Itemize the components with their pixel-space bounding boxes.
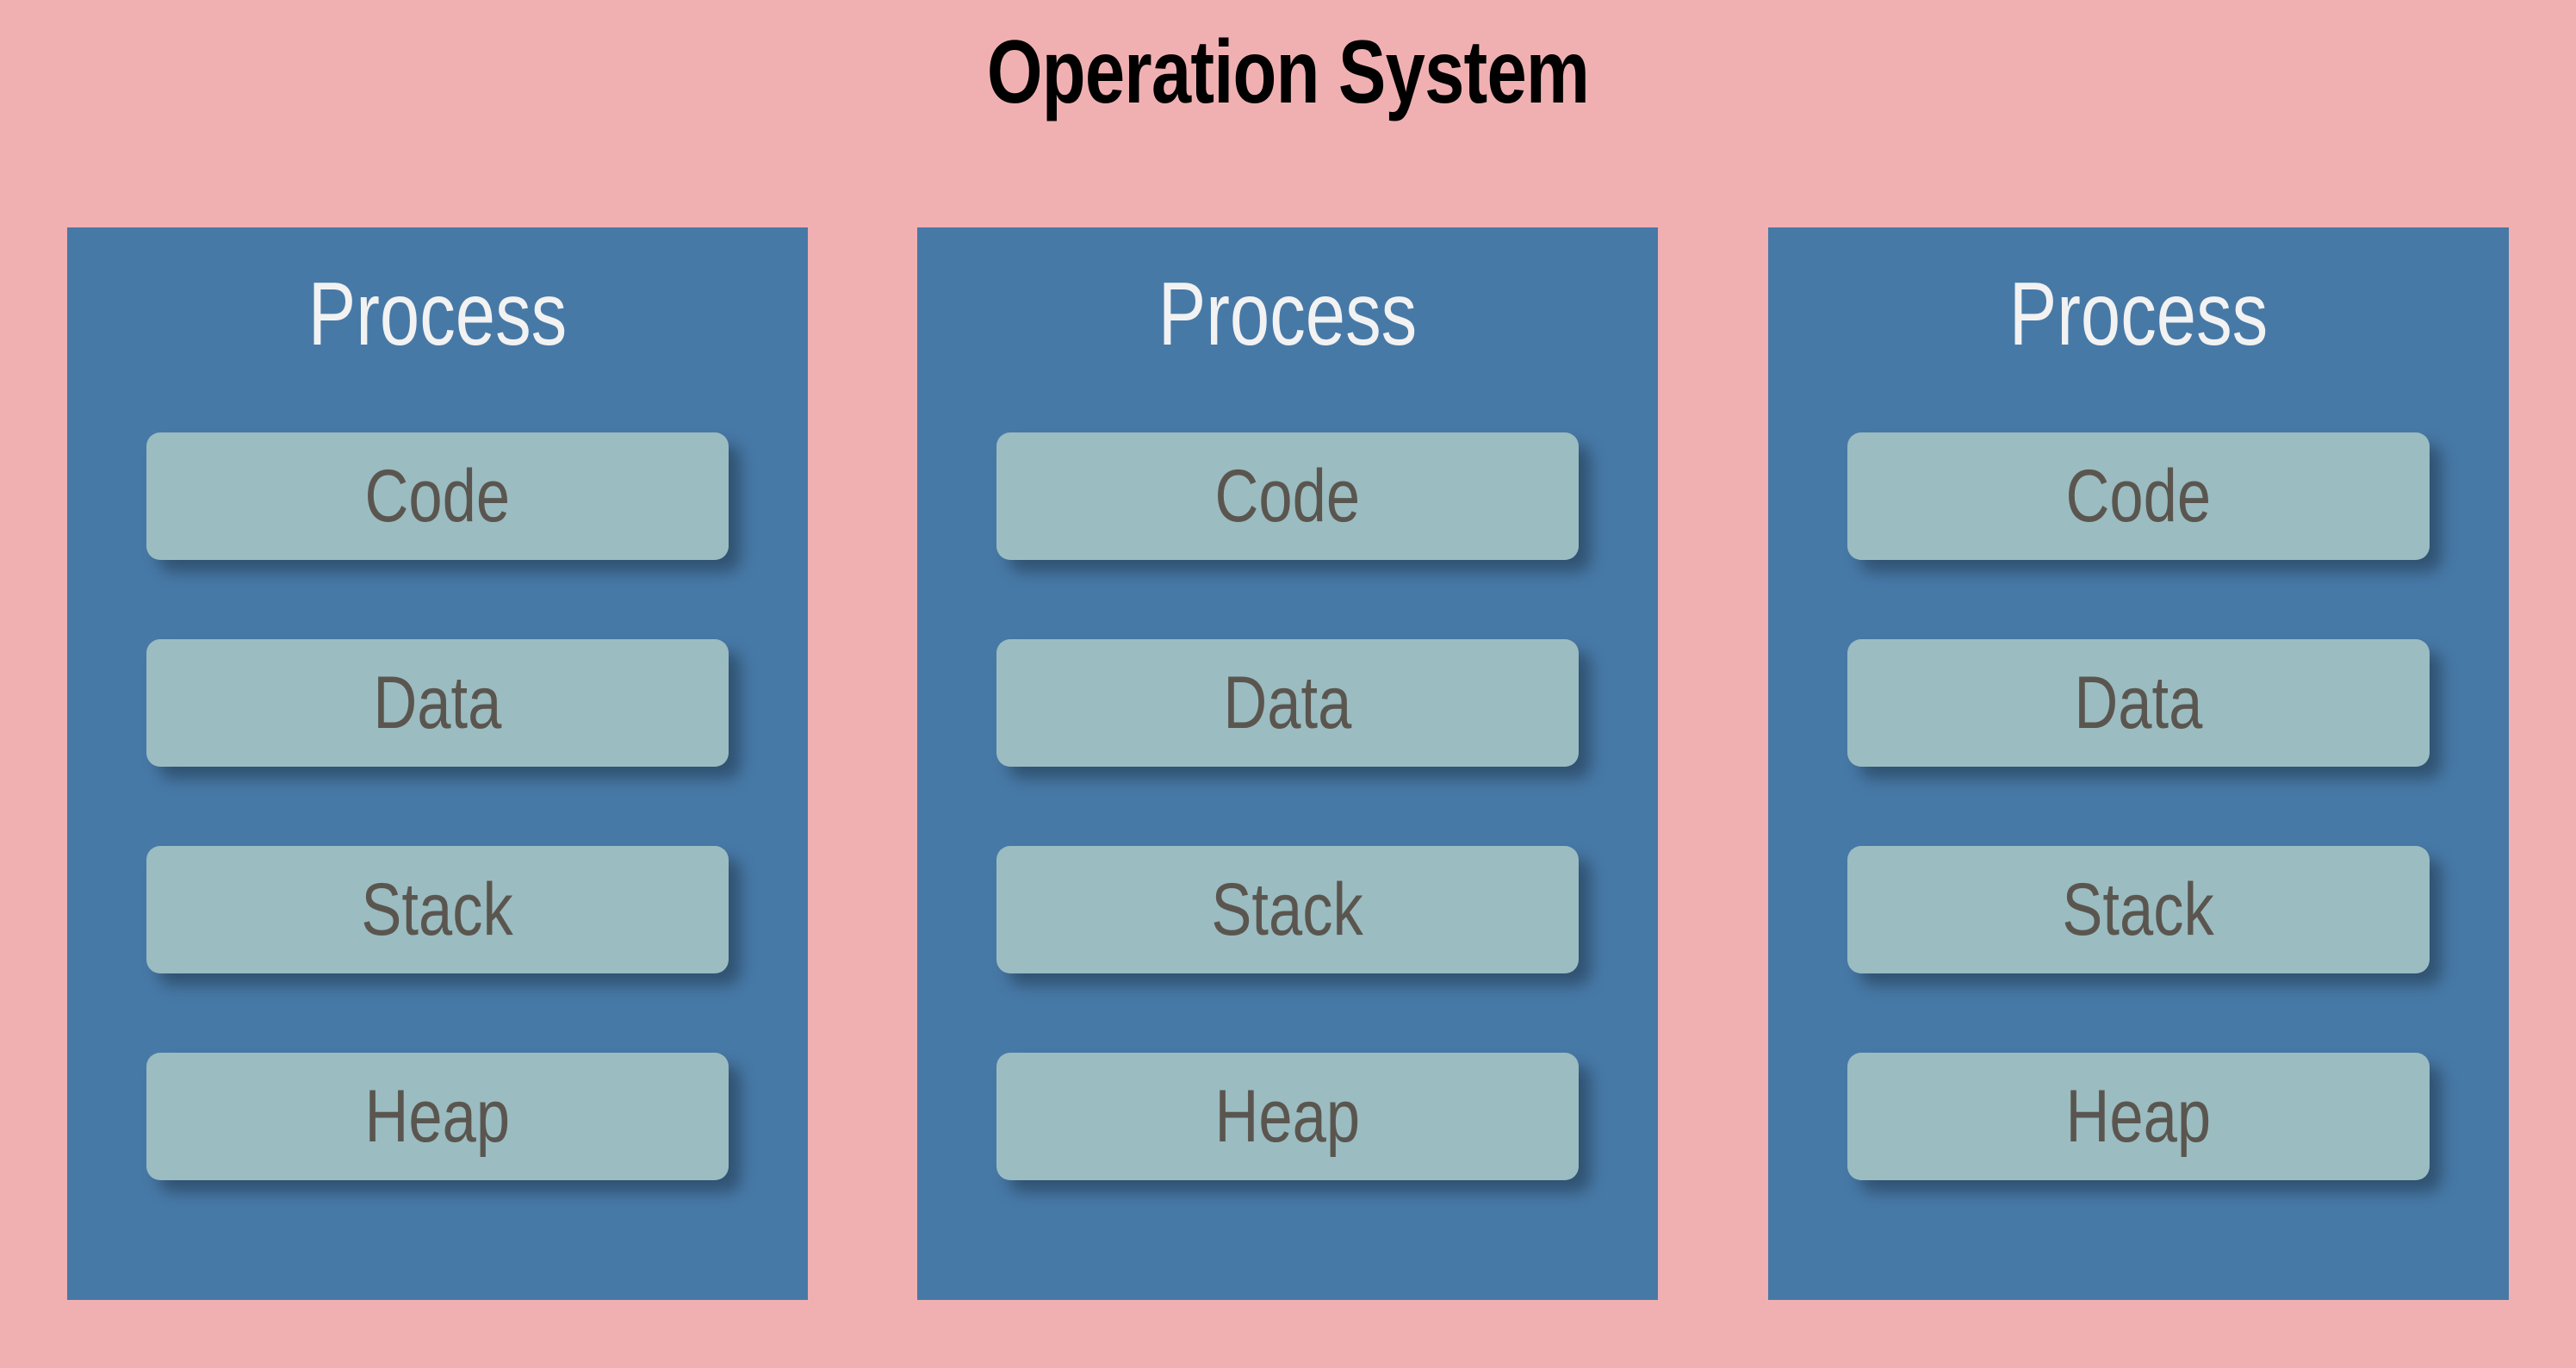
segment-stack-2: Stack bbox=[996, 846, 1579, 973]
segment-label-heap-3: Heap bbox=[2065, 1075, 2212, 1158]
segment-label-data-3: Data bbox=[2074, 662, 2203, 744]
segment-label-data-1: Data bbox=[373, 662, 502, 744]
process-title-3: Process bbox=[2008, 264, 2269, 364]
segment-label-stack-3: Stack bbox=[2062, 868, 2215, 951]
process-box-2: Process Code Data Stack Heap bbox=[917, 227, 1658, 1300]
segment-code-3: Code bbox=[1847, 432, 2430, 560]
segment-list-2: Code Data Stack Heap bbox=[996, 432, 1579, 1180]
segment-heap-1: Heap bbox=[146, 1053, 729, 1180]
segment-code-1: Code bbox=[146, 432, 729, 560]
segment-data-1: Data bbox=[146, 639, 729, 767]
segment-heap-2: Heap bbox=[996, 1053, 1579, 1180]
segment-label-code-1: Code bbox=[364, 455, 511, 538]
segment-data-3: Data bbox=[1847, 639, 2430, 767]
segment-list-3: Code Data Stack Heap bbox=[1847, 432, 2430, 1180]
segment-label-stack-2: Stack bbox=[1211, 868, 1364, 951]
segment-label-code-2: Code bbox=[1214, 455, 1361, 538]
segment-stack-3: Stack bbox=[1847, 846, 2430, 973]
process-title-2: Process bbox=[1158, 264, 1418, 364]
segment-code-2: Code bbox=[996, 432, 1579, 560]
process-box-1: Process Code Data Stack Heap bbox=[67, 227, 808, 1300]
segment-label-stack-1: Stack bbox=[361, 868, 514, 951]
segment-heap-3: Heap bbox=[1847, 1053, 2430, 1180]
page-title: Operation System bbox=[986, 22, 1590, 122]
segment-label-heap-2: Heap bbox=[1214, 1075, 1361, 1158]
segment-label-heap-1: Heap bbox=[364, 1075, 511, 1158]
segment-label-data-2: Data bbox=[1223, 662, 1352, 744]
process-box-3: Process Code Data Stack Heap bbox=[1768, 227, 2509, 1300]
segment-list-1: Code Data Stack Heap bbox=[146, 432, 729, 1180]
segment-stack-1: Stack bbox=[146, 846, 729, 973]
segment-data-2: Data bbox=[996, 639, 1579, 767]
segment-label-code-3: Code bbox=[2065, 455, 2212, 538]
process-title-1: Process bbox=[307, 264, 568, 364]
